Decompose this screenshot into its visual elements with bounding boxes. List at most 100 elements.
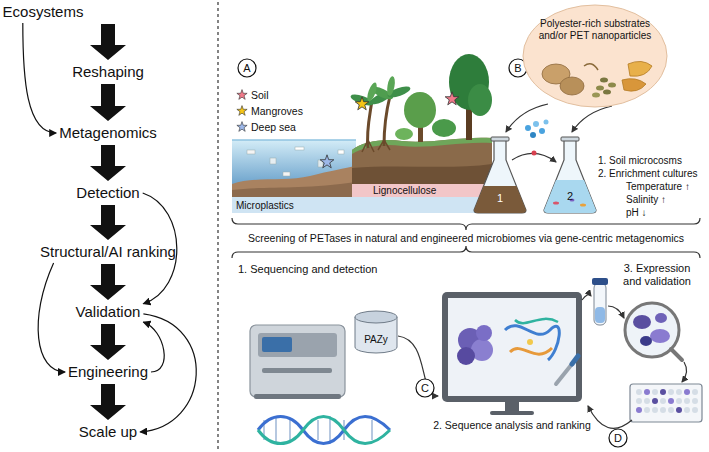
pipette-handle xyxy=(572,356,578,364)
monitor-screen xyxy=(448,298,576,396)
curved-arrow xyxy=(23,23,56,133)
flask-number: 1 xyxy=(497,192,503,205)
dna-strand xyxy=(258,417,390,444)
protein-ribbon xyxy=(510,348,552,354)
node-text: Detection xyxy=(76,184,139,202)
soil-land xyxy=(352,138,492,184)
microbe xyxy=(580,204,586,207)
well xyxy=(652,398,658,404)
well xyxy=(636,389,642,395)
well xyxy=(684,389,690,395)
legend-text: Mangroves xyxy=(251,105,303,117)
curved-arrow xyxy=(143,322,164,372)
sequencer-base xyxy=(254,394,341,399)
annotation-text: Salinity ↑ xyxy=(626,194,666,206)
annotation-text: pH ↓ xyxy=(626,207,647,219)
plastic-debris xyxy=(338,150,344,154)
tree-canopy xyxy=(468,84,492,116)
chip xyxy=(622,79,646,91)
flow-arrow xyxy=(506,104,548,132)
well xyxy=(668,389,674,395)
plastic-debris xyxy=(295,147,304,150)
culture-liquid xyxy=(544,180,596,213)
flow-arrow xyxy=(398,336,438,396)
node-text: C xyxy=(421,382,429,394)
colony xyxy=(640,336,652,346)
node-text: Ecosystems xyxy=(3,3,84,21)
seed xyxy=(596,86,604,91)
nanoparticle xyxy=(533,121,539,127)
workflow-step: Validation xyxy=(76,303,141,321)
palm-leaf xyxy=(386,76,396,97)
plastic-debris xyxy=(270,158,276,164)
potato xyxy=(560,77,584,95)
curved-arrow xyxy=(140,314,196,432)
shrub xyxy=(432,119,456,137)
workflow-step: Engineering xyxy=(68,363,148,381)
brace xyxy=(232,246,700,258)
mangrove-star xyxy=(355,97,369,110)
monitor-stand xyxy=(505,402,519,412)
sequencer-panel xyxy=(258,333,337,357)
well xyxy=(676,407,682,413)
nanoparticle xyxy=(539,128,545,134)
mangrove-star xyxy=(237,106,247,116)
nanoparticle xyxy=(525,125,531,131)
fiber xyxy=(584,64,598,70)
monitor-base xyxy=(490,411,534,415)
mangrove-roots xyxy=(362,140,390,152)
node-text: D xyxy=(614,432,622,444)
brace xyxy=(232,218,700,230)
substrate-circle: Polyester-rich substrates and/or PET nan… xyxy=(522,4,668,108)
annotation-text: 3. Expression and validation xyxy=(615,262,700,288)
circle-shape xyxy=(416,379,434,397)
workflow-step: Metagenomics xyxy=(59,124,157,142)
chip xyxy=(628,61,652,76)
well xyxy=(660,407,666,413)
flask xyxy=(544,140,596,213)
node-text: Scale up xyxy=(79,423,137,441)
cylinder-outline xyxy=(354,310,398,354)
well xyxy=(668,407,674,413)
pipette xyxy=(556,364,572,384)
annotation-text: Microplastics xyxy=(236,200,294,212)
database-cylinder: PAZy xyxy=(354,310,398,354)
soil-star xyxy=(445,92,459,105)
block-arrow xyxy=(90,84,126,121)
ellipse-shape xyxy=(523,5,667,107)
palm-leaf xyxy=(365,81,378,102)
protein-ribbon xyxy=(505,326,559,360)
well xyxy=(644,398,650,404)
panel-letter-circle: A xyxy=(237,58,257,78)
node-text: Polyester-rich substrates and/or PET nan… xyxy=(533,18,657,42)
seabed-layer xyxy=(232,182,356,198)
colony xyxy=(655,313,667,323)
monitor-frame xyxy=(442,292,582,402)
well xyxy=(644,389,650,395)
mangrove-trunk xyxy=(384,96,390,146)
flask-number: 2 xyxy=(567,190,573,203)
node-text: Metagenomics xyxy=(59,124,157,142)
well xyxy=(684,398,690,404)
cylinder-top xyxy=(355,311,397,323)
tube xyxy=(594,283,606,325)
text-wrap: Polyester-rich substrates and/or PET nan… xyxy=(533,18,657,42)
feedback-arrow xyxy=(588,406,632,428)
block-arrow xyxy=(90,205,126,240)
sequencer-slot xyxy=(262,368,332,373)
node-text: Structural/AI ranking xyxy=(40,243,176,261)
annotation-text: Temperature ↑ xyxy=(626,181,690,193)
annotation-text: 1. Sequencing and detection xyxy=(238,263,377,276)
workflow-step: Scale up xyxy=(79,423,137,441)
annotation-text: 2. Enrichment cultures xyxy=(598,168,698,180)
flow-arrow xyxy=(572,106,612,132)
well xyxy=(684,407,690,413)
soil-fill xyxy=(474,186,526,213)
well xyxy=(692,407,698,413)
dna-strand xyxy=(258,417,390,444)
workflow-step: Reshaping xyxy=(72,63,144,81)
sea-surface xyxy=(232,139,356,141)
tube-cap xyxy=(592,278,608,285)
